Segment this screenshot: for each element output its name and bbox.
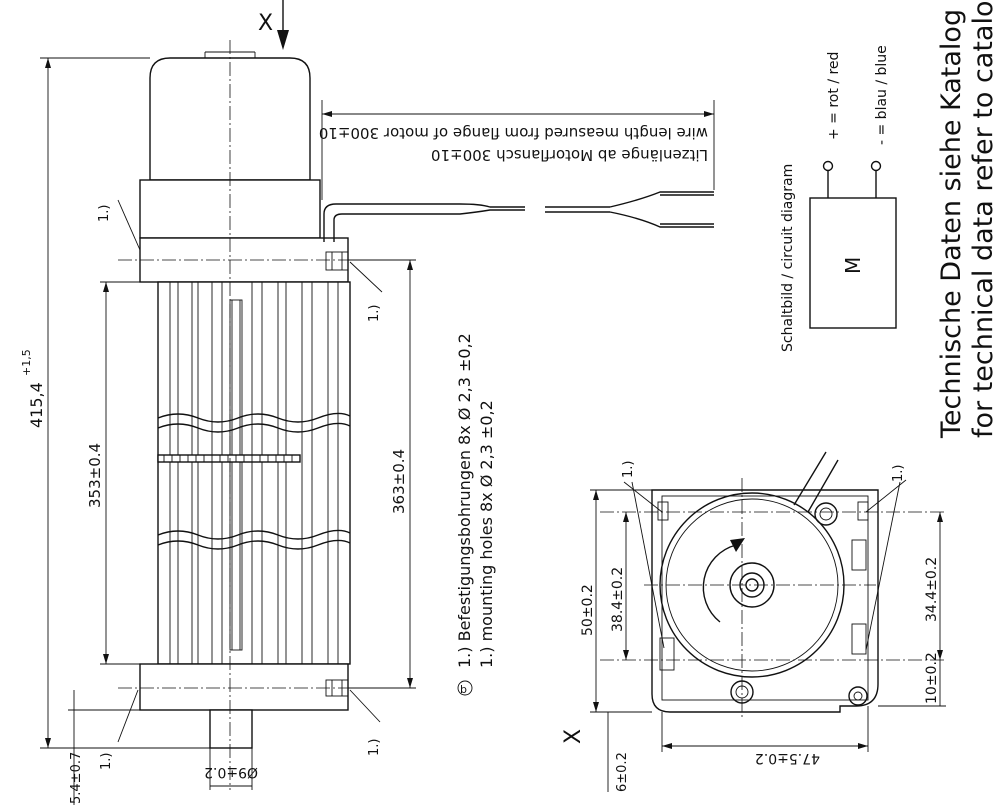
ref-mark-1: 1.) xyxy=(97,205,112,222)
motor-symbol: M xyxy=(841,257,865,274)
dim-hole-spacing: 363±0.4 xyxy=(390,449,408,514)
fan-blades xyxy=(169,282,339,664)
wire-note-de: Litzenlänge ab Motorflansch 300±10 xyxy=(431,146,708,164)
tech-note-de: Technische Daten siehe Katalog xyxy=(936,9,967,439)
break-line-2 xyxy=(157,529,351,540)
circuit-title: Schaltbild / circuit diagram xyxy=(780,164,796,352)
wire-note-en: wire length measured from flange of moto… xyxy=(319,124,708,142)
cable-bend xyxy=(323,203,345,242)
tech-note-en: for technical data refer to catalogue xyxy=(968,0,999,438)
hole-note-de: 1.) Befestigungsbohrungen 8x Ø 2,3 ±0,2 xyxy=(455,333,474,668)
dim-47-5: 47.5±0.2 xyxy=(755,750,820,766)
shaft xyxy=(209,709,253,749)
ref-mark-6: 1.) xyxy=(891,465,906,482)
dim-body-length: 353±0.4 xyxy=(86,443,104,508)
section-marker-top: X xyxy=(258,11,273,36)
hole-notes: b 1.) Befestigungsbohrungen 8x Ø 2,3 ±0,… xyxy=(455,333,496,696)
side-view: X xyxy=(118,0,360,790)
dim-overall-tol: +1,5 xyxy=(20,349,33,376)
dim-38-4: 38.4±0.2 xyxy=(610,567,626,632)
ref-mark-3: 1.) xyxy=(99,753,114,770)
dim-50: 50±0.2 xyxy=(580,584,596,636)
dim-10: 10±0.2 xyxy=(924,652,940,704)
dim-shaft-diameter: Ø9±0.2 xyxy=(204,764,258,780)
front-flange xyxy=(139,663,349,711)
middle-ring xyxy=(157,454,301,463)
wires: Litzenlänge ab Motorflansch 300±10 wire … xyxy=(319,100,715,228)
front-view: X xyxy=(561,451,946,744)
break-line-1 xyxy=(157,412,351,423)
dim-6: 6±0.2 xyxy=(615,752,630,792)
fan-body xyxy=(157,281,351,665)
dim-overall-length: 415,4 xyxy=(27,382,46,428)
hole-note-symbol: b xyxy=(460,683,467,696)
section-marker-bottom: X xyxy=(561,729,586,744)
rotation-arrow xyxy=(702,544,737,623)
tech-note: Technische Daten siehe Katalog for techn… xyxy=(936,0,999,439)
front-dimensions: 50±0.2 38.4±0.2 34.4±0.2 10±0.2 47.5±0.2… xyxy=(580,461,946,792)
ref-mark-5: 1.) xyxy=(621,461,636,478)
wire-minus-label: - = blau / blue xyxy=(874,45,890,145)
hole-note-en: 1.) mounting holes 8x Ø 2,3 ±0,2 xyxy=(477,400,496,668)
ref-mark-2: 1.) xyxy=(367,305,382,322)
side-dimensions: 415,4 +1,5 353±0.4 363±0.4 5.4±0.7 Ø9±0.… xyxy=(20,57,416,805)
dim-34-4: 34.4±0.2 xyxy=(924,557,940,622)
wire-plus-label: + = rot / red xyxy=(826,52,842,140)
dim-flange-offset: 5.4±0.7 xyxy=(69,752,84,804)
front-housing xyxy=(651,489,879,713)
circuit-diagram: Schaltbild / circuit diagram M + = rot /… xyxy=(780,45,897,352)
motor-box xyxy=(809,197,897,329)
ref-mark-4: 1.) xyxy=(367,739,382,756)
